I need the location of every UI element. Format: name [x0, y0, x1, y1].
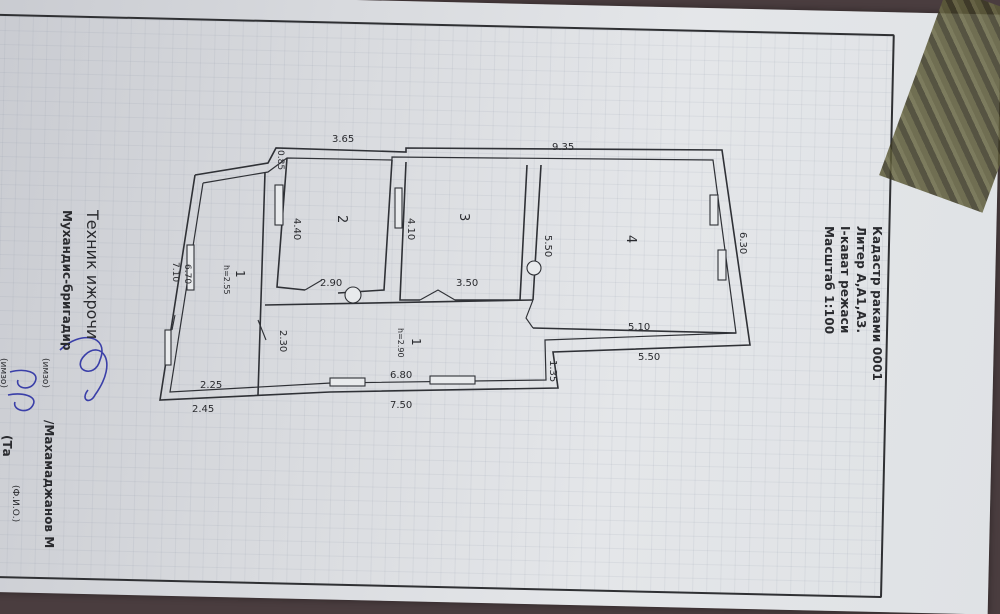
window-room4-upper — [709, 194, 719, 226]
corridor-wall — [264, 299, 534, 306]
inner-wall — [169, 156, 737, 393]
dim-6-80: 6.80 — [390, 370, 412, 381]
dim-7-10: 7.10 — [170, 262, 180, 282]
door-room1-left — [171, 314, 176, 331]
door-corridor — [257, 319, 267, 341]
dim-2-45: 2.45 — [192, 404, 214, 415]
dim-4-10: 4.10 — [405, 218, 416, 240]
signature-2 — [7, 369, 37, 412]
floor-plan-sheet: 2 3 4 1 h=2.55 1 h=2.90 3.65 9.35 0.85 4… — [0, 134, 885, 549]
dim-5-50-horizontal: 5.50 — [638, 352, 660, 363]
scale-label: Масштаб 1:100 — [822, 226, 836, 335]
cadastre-number: Кадастр раками 0001 — [870, 226, 884, 382]
fio-caption: (Ф.И.О.) — [10, 485, 20, 523]
room4-left-wall — [532, 164, 542, 301]
floor-plan-label: I-кават режаси — [838, 226, 852, 334]
signature-caption-1: (имзо) — [40, 358, 50, 388]
dim-0-85: 0.85 — [275, 150, 285, 170]
dim-1-35: 1.35 — [547, 360, 558, 382]
responsible-name: /Махамаджанов М — [42, 420, 56, 549]
outer-wall — [159, 147, 751, 401]
windows — [164, 184, 727, 387]
room-1-left-number: 1 — [233, 270, 247, 278]
room-4-number: 4 — [623, 235, 638, 243]
technician-label: Техник ижрочи — [83, 210, 102, 340]
dim-7-50: 7.50 — [390, 400, 412, 411]
door-room3 — [419, 289, 456, 301]
window-room1-left — [186, 244, 195, 291]
dim-5-10: 5.10 — [628, 322, 650, 333]
brigadier-label: Мухандис-бригадир — [60, 210, 74, 351]
window-room3 — [394, 187, 403, 229]
room-3-number: 3 — [456, 213, 471, 221]
second-name: (Та — [0, 435, 14, 457]
room-1-bottom-number: 1 — [409, 338, 423, 346]
signature-caption-2: (имзо) — [0, 358, 8, 388]
dim-2-30: 2.30 — [277, 330, 288, 352]
room3-left-wall — [399, 161, 420, 301]
room2-left-wall — [276, 157, 306, 291]
fixture-circle-1 — [344, 286, 362, 304]
dim-5-50-vertical: 5.50 — [542, 235, 553, 257]
window-bottom-2 — [429, 375, 476, 385]
door-room4 — [525, 299, 534, 329]
title-block: Кадастр раками 0001 Литер А,А1,А3. I-кав… — [821, 226, 885, 381]
dim-9-35: 9.35 — [552, 142, 574, 153]
dimension-labels: 3.65 9.35 0.85 4.40 4.10 5.50 6.30 6.70 … — [170, 134, 748, 415]
room4-bottom-wall — [532, 327, 737, 334]
door-room2 — [304, 279, 323, 291]
dim-6-30: 6.30 — [737, 232, 748, 254]
dim-2-25: 2.25 — [200, 380, 222, 391]
window-bottom-1 — [329, 377, 366, 387]
floor-plan-svg: 2 3 4 1 h=2.55 1 h=2.90 3.65 9.35 0.85 4… — [7, 134, 751, 415]
dim-4-40: 4.40 — [291, 218, 302, 240]
walls — [159, 147, 751, 401]
fixture-circle-2 — [526, 260, 542, 276]
room2-right-wall — [337, 159, 393, 294]
dim-2-90: 2.90 — [320, 278, 342, 289]
left-partition — [257, 171, 266, 396]
window-room1-lower — [164, 329, 172, 366]
window-room2 — [274, 184, 284, 226]
dim-3-50: 3.50 — [456, 278, 478, 289]
dim-3-65: 3.65 — [332, 134, 354, 145]
signature-marks — [7, 336, 108, 412]
doors — [171, 279, 534, 341]
room-1-left-height: h=2.55 — [222, 265, 231, 295]
room-1-bottom-height: h=2.90 — [396, 328, 405, 358]
signature-1 — [59, 336, 108, 402]
dim-6-70: 6.70 — [182, 264, 192, 284]
room-2-number: 2 — [334, 215, 349, 223]
window-room4-lower — [717, 249, 727, 281]
room-labels: 2 3 4 1 h=2.55 1 h=2.90 — [222, 213, 638, 358]
liter-text: Литер А,А1,А3. — [854, 226, 868, 334]
fixtures — [344, 260, 542, 304]
